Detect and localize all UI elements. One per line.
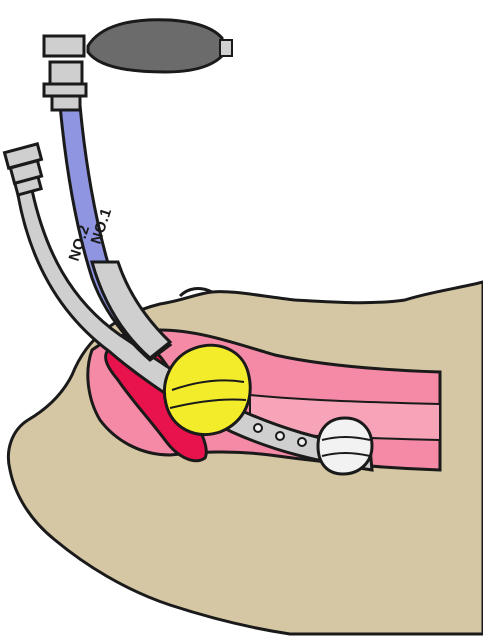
- pharyngeal-cuff: [164, 345, 250, 434]
- bulb-valve: [220, 40, 232, 56]
- tube-no1-connector: [44, 36, 86, 110]
- tube-no2-connector: [5, 144, 42, 195]
- inflation-bulb-icon: [88, 20, 222, 72]
- distal-cuff: [318, 418, 372, 474]
